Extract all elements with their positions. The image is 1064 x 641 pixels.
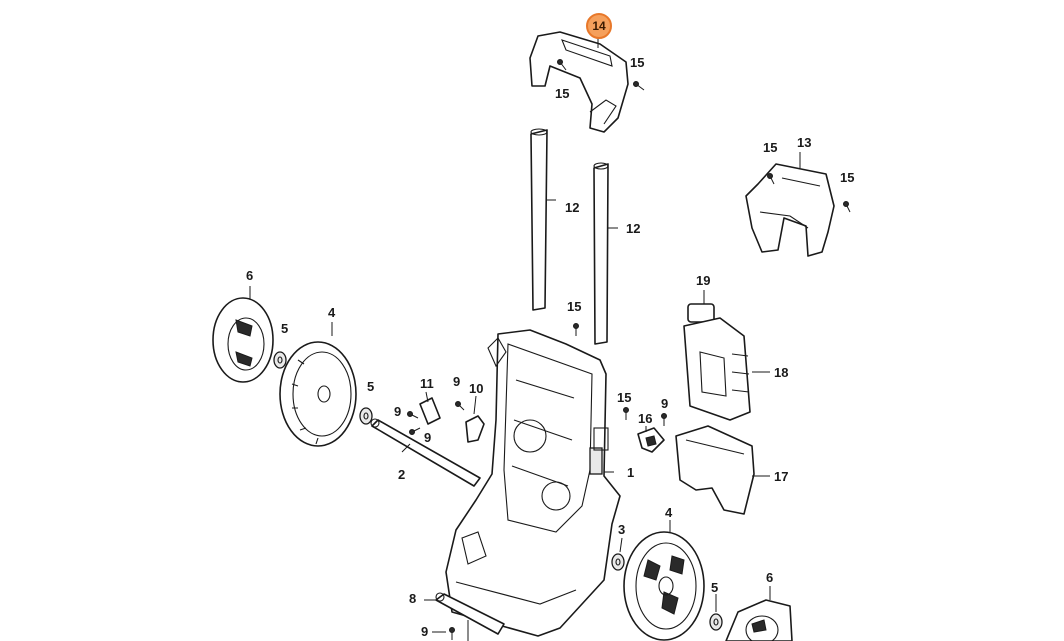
screw-9-b[interactable] (409, 427, 421, 435)
callout-5[interactable]: 5 (367, 379, 375, 394)
callout-12[interactable]: 12 (565, 200, 580, 215)
callout-18[interactable]: 18 (774, 365, 789, 380)
callout-5[interactable]: 5 (711, 580, 719, 595)
callout-12[interactable]: 12 (626, 221, 641, 236)
part-wheel-cap-6-right[interactable] (725, 599, 793, 641)
screw-15-frame-right[interactable] (623, 407, 629, 421)
part-wheel-cap-6-left[interactable] (212, 297, 274, 383)
callout-9[interactable]: 9 (394, 404, 402, 419)
callout-15[interactable]: 15 (567, 299, 582, 314)
part-shaft-8[interactable] (435, 592, 505, 635)
part-wheel-4-left[interactable] (279, 341, 357, 447)
callout-2[interactable]: 2 (398, 467, 406, 482)
callout-19[interactable]: 19 (696, 273, 711, 288)
screw-9-e[interactable] (449, 627, 455, 641)
part-axle-2[interactable] (370, 418, 481, 487)
callout-9[interactable]: 9 (453, 374, 461, 389)
part-bracket-16[interactable] (637, 427, 665, 453)
part-handle-14[interactable] (529, 31, 629, 133)
screw-15-handle-left[interactable] (557, 59, 567, 71)
callout-14-selected[interactable]: 14 (586, 13, 612, 39)
part-washer-5-right[interactable] (709, 613, 723, 631)
part-oil-bottle-19[interactable] (683, 303, 751, 421)
screw-9-a[interactable] (407, 411, 419, 419)
callout-16[interactable]: 16 (638, 411, 653, 426)
screw-15-holder-left[interactable] (767, 173, 775, 185)
screw-15-holder-right[interactable] (843, 201, 851, 213)
callout-4[interactable]: 4 (665, 505, 673, 520)
callout-11[interactable]: 11 (420, 376, 434, 391)
callout-9[interactable]: 9 (424, 430, 432, 445)
callout-4[interactable]: 4 (328, 305, 336, 320)
callout-3[interactable]: 3 (618, 522, 626, 537)
part-wheel-4-right[interactable] (623, 531, 705, 641)
callout-1[interactable]: 1 (627, 465, 635, 480)
callout-6[interactable]: 6 (246, 268, 254, 283)
callout-8[interactable]: 8 (409, 591, 417, 606)
callout-15[interactable]: 15 (840, 170, 855, 185)
callout-15[interactable]: 15 (555, 86, 570, 101)
callout-15[interactable]: 15 (630, 55, 645, 70)
callout-9[interactable]: 9 (661, 396, 669, 411)
callout-6[interactable]: 6 (766, 570, 774, 585)
part-tube-12-right[interactable] (593, 162, 609, 345)
callout-9[interactable]: 9 (421, 624, 429, 639)
part-hook-10[interactable] (465, 415, 485, 443)
callout-15[interactable]: 15 (617, 390, 632, 405)
part-washer-3[interactable] (611, 553, 625, 571)
part-tube-12-left[interactable] (530, 128, 548, 311)
part-hose-holder-13[interactable] (745, 163, 835, 257)
part-clip-11[interactable] (419, 397, 441, 425)
part-washer-5-left-a[interactable] (273, 351, 287, 369)
screws (407, 59, 851, 641)
screw-15-frame-top[interactable] (573, 323, 579, 337)
screw-15-handle-right[interactable] (633, 81, 645, 91)
part-frame-1[interactable] (445, 329, 621, 637)
callout-10[interactable]: 10 (469, 381, 484, 396)
callout-15[interactable]: 15 (763, 140, 778, 155)
screw-9-d[interactable] (661, 413, 667, 427)
callout-13[interactable]: 13 (797, 135, 812, 150)
screw-9-c[interactable] (455, 401, 465, 411)
part-washer-5-left-b[interactable] (359, 407, 373, 425)
callout-5[interactable]: 5 (281, 321, 289, 336)
part-holder-17[interactable] (675, 425, 755, 515)
callout-17[interactable]: 17 (774, 469, 789, 484)
